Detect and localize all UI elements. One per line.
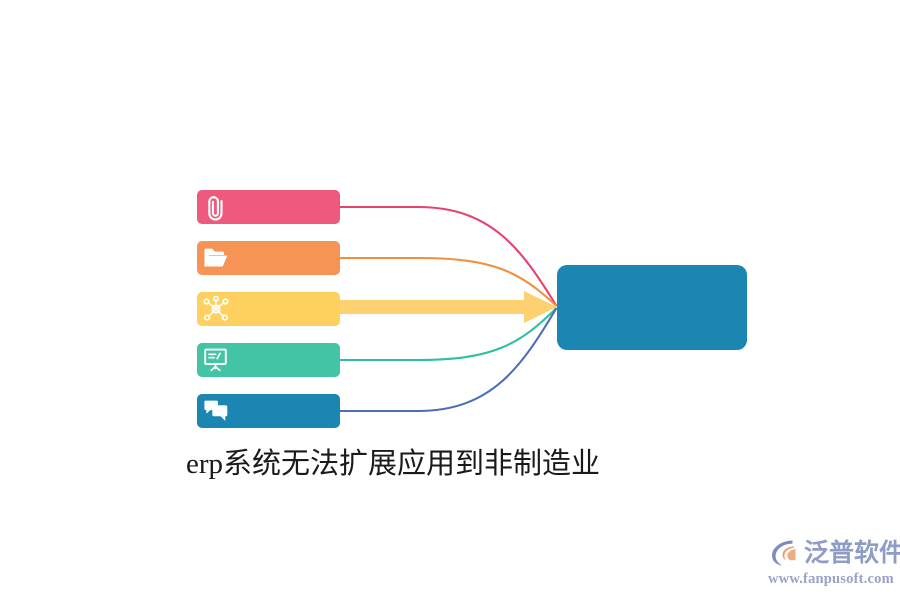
brand-logo-icon — [768, 536, 802, 570]
connectors — [338, 205, 558, 413]
connector-attachment — [340, 205, 558, 307]
brand-url: www.fanpusoft.com — [768, 571, 894, 587]
bar-item-documents[interactable] — [197, 241, 340, 275]
watermark: 泛普软件 www.fanpusoft.com — [768, 534, 900, 594]
target-node[interactable] — [557, 265, 747, 350]
bar-item-network[interactable] — [197, 292, 340, 326]
connector-network-arrow — [338, 291, 557, 323]
connector-chat — [340, 307, 558, 413]
bar-item-presentation[interactable] — [197, 343, 340, 377]
brand-name: 泛普软件 — [804, 539, 900, 567]
connector-documents — [340, 256, 558, 307]
bar-item-chat[interactable] — [197, 394, 340, 428]
bar-item-attachment[interactable] — [197, 190, 340, 224]
connector-presentation — [340, 307, 558, 362]
caption-text: erp系统无法扩展应用到非制造业 — [186, 448, 601, 480]
